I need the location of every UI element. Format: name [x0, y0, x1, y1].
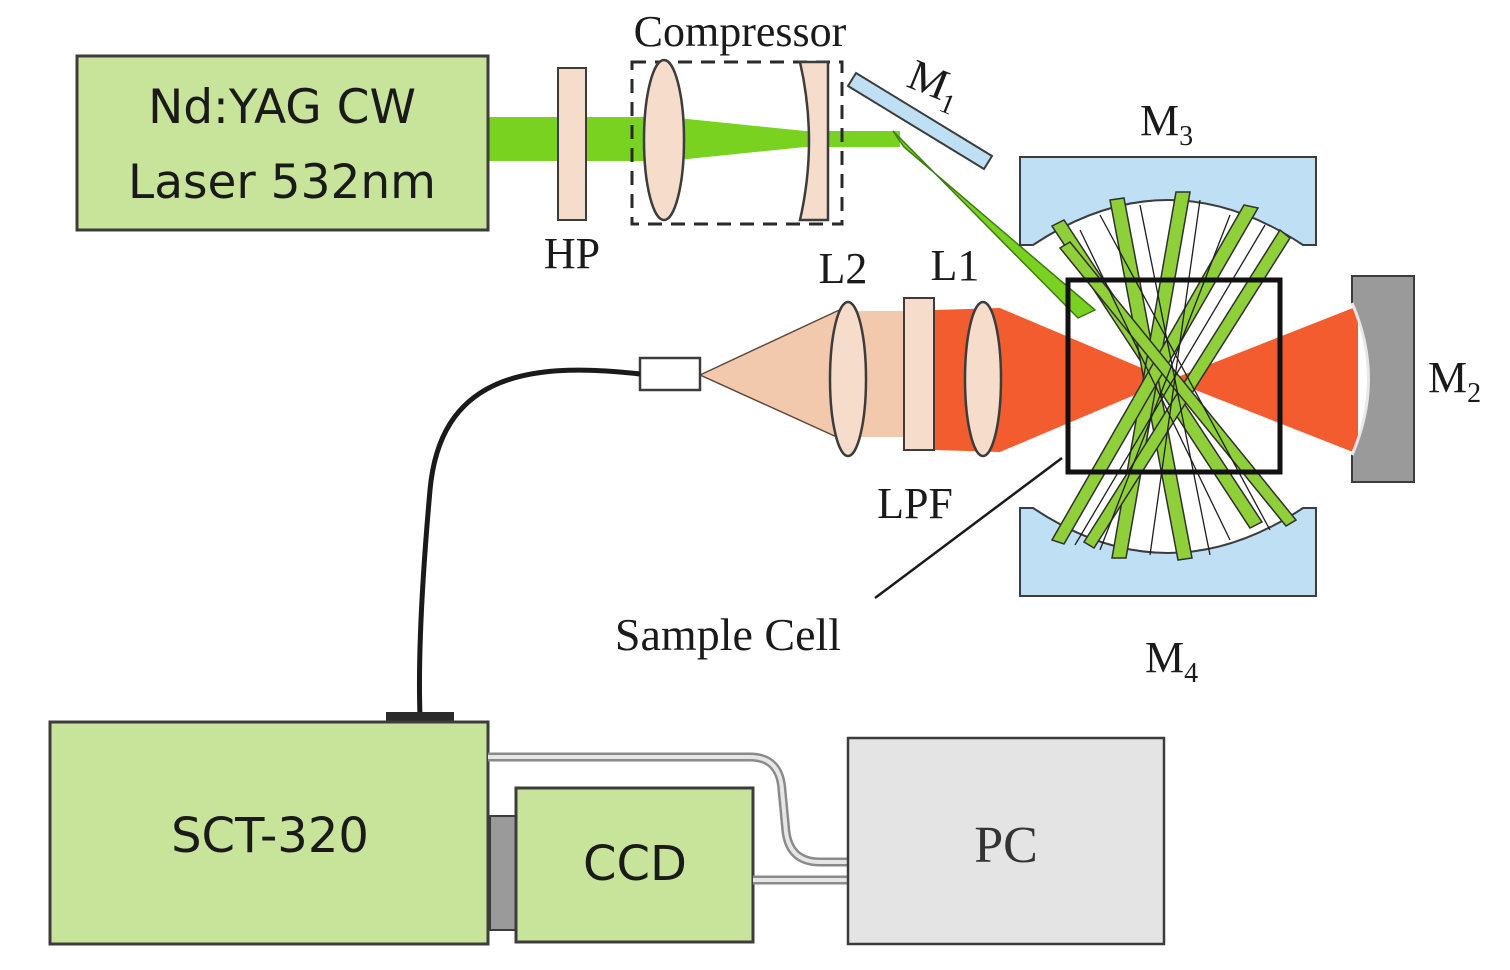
pc-label: PC	[974, 817, 1038, 874]
m1-mirror	[846, 71, 994, 171]
ccd-adapter	[489, 815, 517, 931]
multipass-line	[1099, 214, 1231, 551]
m2-mirror	[1351, 275, 1415, 483]
compressor-convex-lens	[642, 58, 686, 222]
m2-label: M2	[1428, 353, 1481, 409]
laser-box	[75, 54, 490, 232]
focused-beam-to-fiber	[698, 303, 851, 445]
red-beam-to-m2	[1170, 306, 1358, 454]
hp-plate	[557, 67, 587, 221]
multipass-thin-lines	[1074, 199, 1271, 556]
sample-cell	[1065, 277, 1283, 475]
multipass-beams	[1050, 191, 1298, 561]
ccd-box	[514, 786, 755, 944]
multipass-beam	[1058, 241, 1298, 527]
l1-label: L1	[931, 241, 980, 290]
m4-label: M4	[1145, 633, 1198, 689]
multipass-line	[1099, 214, 1271, 531]
lpf-filter	[903, 297, 935, 451]
m3-label: M3	[1140, 96, 1193, 152]
l2-label: L2	[819, 244, 868, 293]
sample-cell-label: Sample Cell	[615, 609, 841, 660]
hp-label: HP	[544, 229, 600, 278]
spectrometer-pc-cable-inner	[488, 755, 848, 864]
fiber-coupler	[638, 356, 702, 392]
fiber-cable	[416, 367, 641, 717]
green-beam-to-cell	[892, 130, 1097, 319]
l1-lens	[963, 300, 1003, 458]
green-beam-compressed	[648, 117, 805, 161]
spectrometer-label: SCT-320	[171, 808, 369, 864]
l2-lens	[828, 300, 868, 458]
laser-label-line1: Nd:YAG CW	[148, 80, 416, 135]
multipass-beam	[1050, 204, 1260, 545]
sample-cell-pointer	[874, 456, 1063, 600]
lpf-label: LPF	[877, 479, 953, 528]
compressor-label: Compressor	[634, 7, 847, 56]
compressor-concave-lens	[798, 60, 830, 222]
spectrometer-box	[48, 720, 490, 946]
compressor-frame	[630, 60, 844, 226]
ccd-label: CCD	[583, 836, 687, 892]
laser-label-line2: Laser 532nm	[128, 155, 436, 210]
m2-mirror-face	[1350, 302, 1370, 456]
pc-box	[846, 736, 1166, 946]
